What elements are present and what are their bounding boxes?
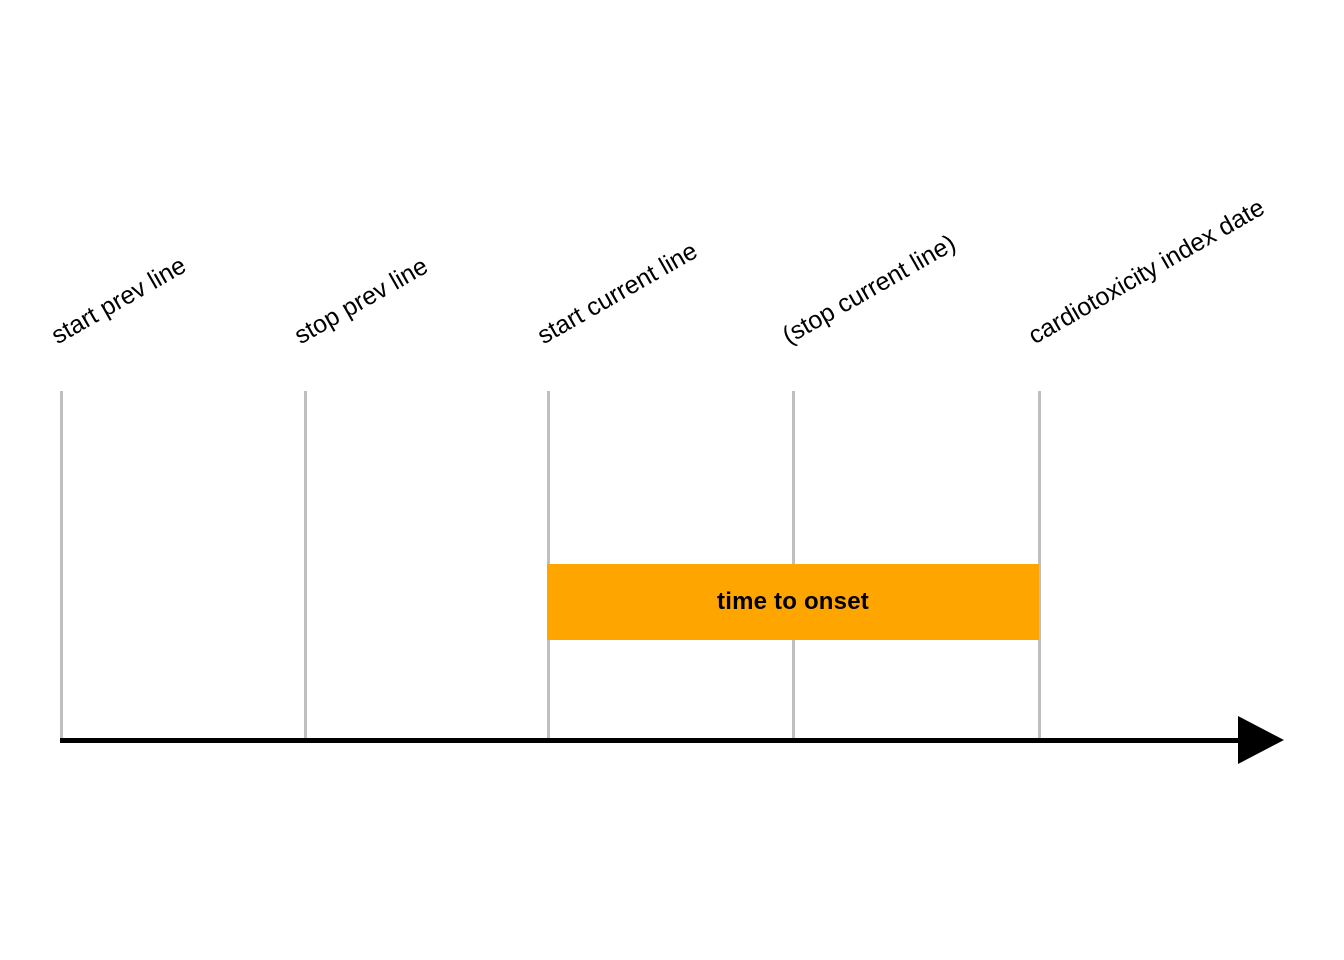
event-label-start-prev-line: start prev line xyxy=(46,251,191,350)
event-label-stop-current-line: (stop current line) xyxy=(777,229,961,350)
event-label-stop-prev-line: stop prev line xyxy=(289,251,433,350)
gridline-cardiotoxicity-index-date xyxy=(1038,391,1041,740)
duration-bar-time-to-onset: time to onset xyxy=(547,564,1039,640)
time-axis-line xyxy=(60,738,1246,743)
event-label-cardiotoxicity-index-date: cardiotoxicity index date xyxy=(1023,193,1270,350)
event-label-start-current-line: start current line xyxy=(532,236,703,350)
duration-bar-label: time to onset xyxy=(717,588,869,615)
gridline-stop-prev-line xyxy=(304,391,307,740)
gridline-start-prev-line xyxy=(60,391,63,740)
time-axis-arrow-icon xyxy=(1238,716,1284,764)
